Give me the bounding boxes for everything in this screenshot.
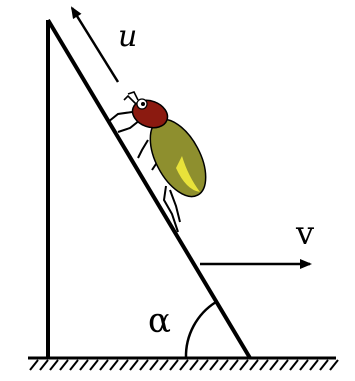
hatch-mark [269, 359, 279, 371]
label-v: v [295, 214, 314, 252]
hatch-mark [39, 359, 49, 371]
hatch-mark [79, 359, 89, 371]
angle-arc [184, 300, 217, 359]
hatch-mark [229, 359, 239, 371]
hatch-mark [169, 359, 179, 371]
hatch-mark [109, 359, 119, 371]
hatch-mark [69, 359, 79, 371]
hatch-mark [139, 359, 149, 371]
hatch-mark [29, 359, 39, 371]
hatch-mark [309, 359, 319, 371]
hatch-mark [279, 359, 289, 371]
hatch-mark [189, 359, 199, 371]
hatch-mark [99, 359, 109, 371]
beetle-icon [107, 91, 207, 233]
velocity-u-arrow [70, 6, 120, 83]
hatch-mark [49, 359, 59, 371]
label-u: u [118, 19, 137, 54]
hatch-mark [89, 359, 99, 371]
wedge [46, 18, 252, 360]
hatch-mark [209, 359, 219, 371]
hatch-mark [239, 359, 249, 371]
hatch-mark [219, 359, 229, 371]
ground [28, 356, 339, 371]
hatch-mark [149, 359, 159, 371]
label-alpha: α [148, 301, 171, 341]
hatch-mark [179, 359, 189, 371]
hatch-mark [119, 359, 129, 371]
hatch-mark [249, 359, 259, 371]
hatch-mark [299, 359, 309, 371]
ground-hatch [29, 359, 339, 371]
hatch-mark [159, 359, 169, 371]
hatch-mark [319, 359, 329, 371]
hatch-mark [199, 359, 209, 371]
hatch-mark [289, 359, 299, 371]
hatch-mark [59, 359, 69, 371]
hatch-mark [259, 359, 269, 371]
hatch-mark [129, 359, 139, 371]
hatch-mark [329, 359, 339, 371]
